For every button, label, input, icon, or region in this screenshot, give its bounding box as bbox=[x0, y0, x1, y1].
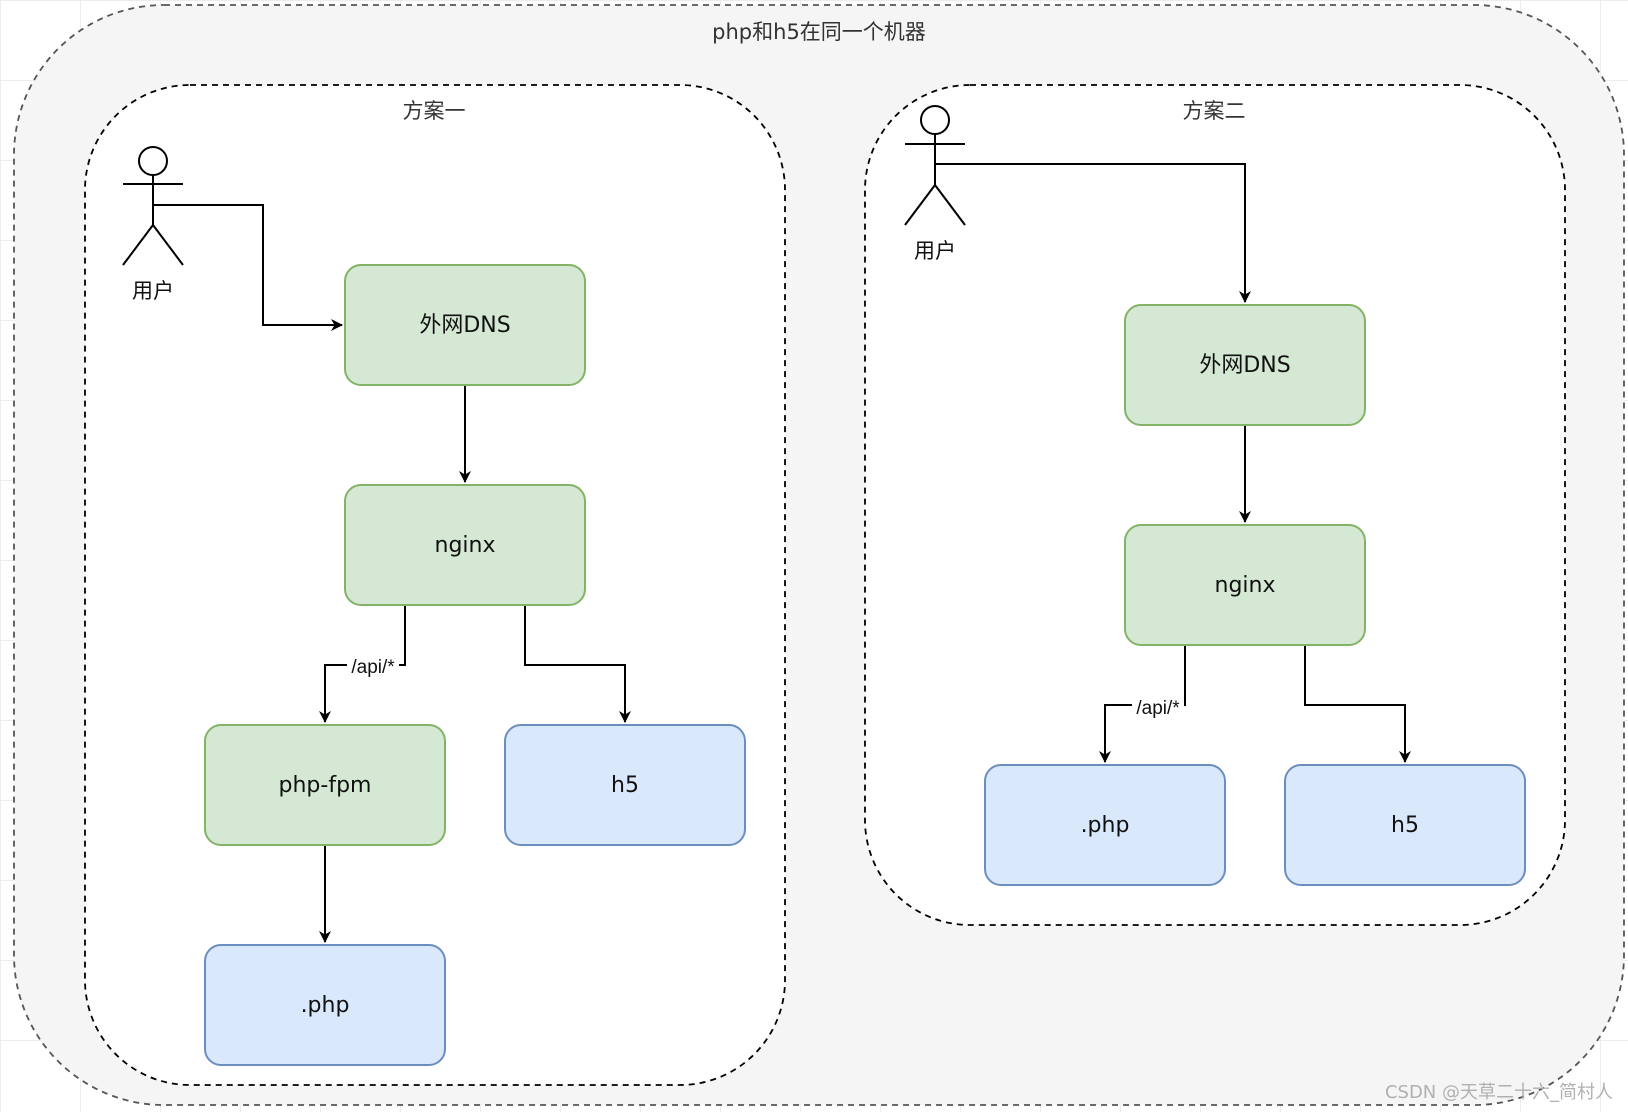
plan2-dns-label: 外网DNS bbox=[1199, 353, 1290, 378]
plan2-h5-label: h5 bbox=[1391, 813, 1419, 838]
plan2-api-edge-label: /api/* bbox=[1136, 698, 1180, 719]
outer-container-title: php和h5在同一个机器 bbox=[712, 20, 926, 44]
plan2-user-label: 用户 bbox=[914, 239, 956, 263]
plan1-phpfpm-label: php-fpm bbox=[279, 773, 372, 798]
plan1-user-label: 用户 bbox=[132, 279, 174, 303]
plan2-nginx-node[interactable]: nginx bbox=[1124, 524, 1366, 646]
plan1-nginx-node[interactable]: nginx bbox=[344, 484, 586, 606]
plan1-dns-node[interactable]: 外网DNS bbox=[344, 264, 586, 386]
plan2-api-label-bg bbox=[1132, 696, 1184, 717]
plan2-h5-node[interactable]: h5 bbox=[1284, 764, 1526, 886]
plan2-user-actor-icon[interactable] bbox=[904, 105, 966, 226]
plan1-php-label: .php bbox=[301, 993, 350, 1018]
plan1-api-edge-label: /api/* bbox=[351, 657, 395, 678]
plan1-api-label-bg bbox=[347, 655, 399, 676]
plan1-php-node[interactable]: .php bbox=[204, 944, 446, 1066]
plan1-user-actor-icon[interactable] bbox=[122, 146, 184, 266]
plan2-php-label: .php bbox=[1081, 813, 1130, 838]
plan1-h5-node[interactable]: h5 bbox=[504, 724, 746, 846]
plan2-container[interactable]: 方案二 bbox=[864, 84, 1566, 926]
plan1-dns-label: 外网DNS bbox=[419, 313, 510, 338]
plan1-phpfpm-node[interactable]: php-fpm bbox=[204, 724, 446, 846]
plan2-edge-user-to-dns[interactable] bbox=[935, 163, 1251, 303]
plan2-dns-node[interactable]: 外网DNS bbox=[1124, 304, 1366, 426]
plan2-title: 方案二 bbox=[1183, 99, 1246, 123]
plan2-nginx-label: nginx bbox=[1215, 573, 1276, 598]
plan1-edge-user-to-dns[interactable] bbox=[153, 204, 343, 331]
csdn-watermark: CSDN @天草二十六_简村人 bbox=[1385, 1082, 1613, 1103]
plan2-php-node[interactable]: .php bbox=[984, 764, 1226, 886]
plan2-edge-nginx-to-h5[interactable] bbox=[1304, 645, 1411, 763]
plan1-h5-label: h5 bbox=[611, 773, 639, 798]
plan1-nginx-label: nginx bbox=[435, 533, 496, 558]
plan1-title: 方案一 bbox=[403, 99, 466, 123]
plan1-edge-nginx-to-h5[interactable] bbox=[524, 605, 631, 723]
